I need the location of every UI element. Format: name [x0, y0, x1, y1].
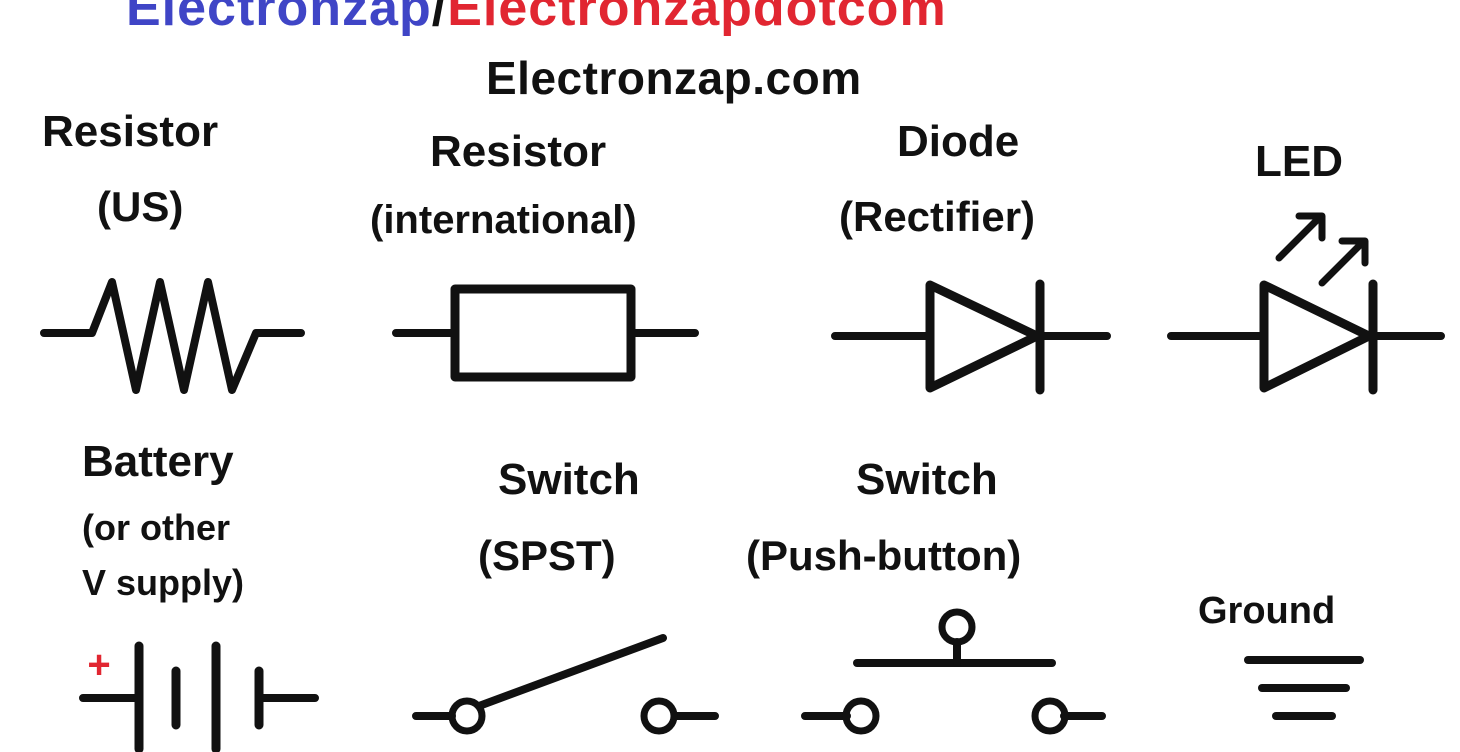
battery-positive-mark: +: [87, 643, 111, 687]
battery-long-plates: [134, 641, 221, 752]
battery-line2: (or other: [82, 507, 230, 548]
push-button-switch-symbol-icon: [801, 608, 1106, 735]
push-button-contact-right: [1031, 697, 1069, 735]
resistor-international-symbol-icon: [392, 284, 699, 382]
site-heading: Electronzap.com: [486, 52, 862, 104]
diode-symbol-icon: [831, 279, 1111, 395]
ground-symbol-icon: [1244, 656, 1364, 720]
led-emission-arrow-left: [1275, 212, 1326, 262]
battery-title: Battery: [82, 437, 234, 486]
diode-triangle: [925, 280, 1042, 393]
led-emission-arrow-right: [1318, 237, 1369, 287]
battery-short-plates: [171, 666, 264, 730]
spst-lever: [475, 634, 667, 710]
spst-contact-left: [448, 697, 486, 735]
resistor-us-subtitle: (US): [97, 183, 184, 230]
resistor-international-box: [450, 284, 636, 382]
brand-title: Electronzap/Electronzapdotcom: [126, 0, 947, 34]
spst-switch-symbol-icon: [412, 634, 719, 735]
resistor-international-subtitle: (international): [370, 198, 637, 242]
brand-left-text: Electronzap: [126, 0, 432, 37]
switch-pushbutton-title: Switch: [856, 455, 998, 504]
spst-contact-right: [640, 697, 678, 735]
switch-pushbutton-subtitle: (Push-button): [746, 532, 1022, 579]
led-title: LED: [1255, 137, 1343, 186]
push-button-contact-left: [842, 697, 880, 735]
brand-right-text: Electronzapdotcom: [447, 0, 947, 37]
resistor-us-symbol-icon: [40, 278, 305, 394]
battery-symbol-icon: [79, 641, 319, 752]
led-triangle: [1259, 280, 1374, 393]
push-button-knob: [938, 608, 976, 646]
diode-subtitle: (Rectifier): [839, 193, 1036, 240]
resistor-international-title: Resistor: [430, 127, 607, 176]
ground-title: Ground: [1198, 590, 1336, 632]
resistor-us-zigzag: [40, 278, 305, 394]
switch-spst-subtitle: (SPST): [478, 532, 616, 579]
switch-spst-title: Switch: [498, 455, 640, 504]
led-symbol-icon: [1167, 212, 1445, 395]
diode-title: Diode: [897, 117, 1020, 166]
brand-separator-text: /: [431, 0, 448, 37]
resistor-us-title: Resistor: [42, 107, 219, 156]
battery-line3: V supply): [82, 562, 245, 603]
